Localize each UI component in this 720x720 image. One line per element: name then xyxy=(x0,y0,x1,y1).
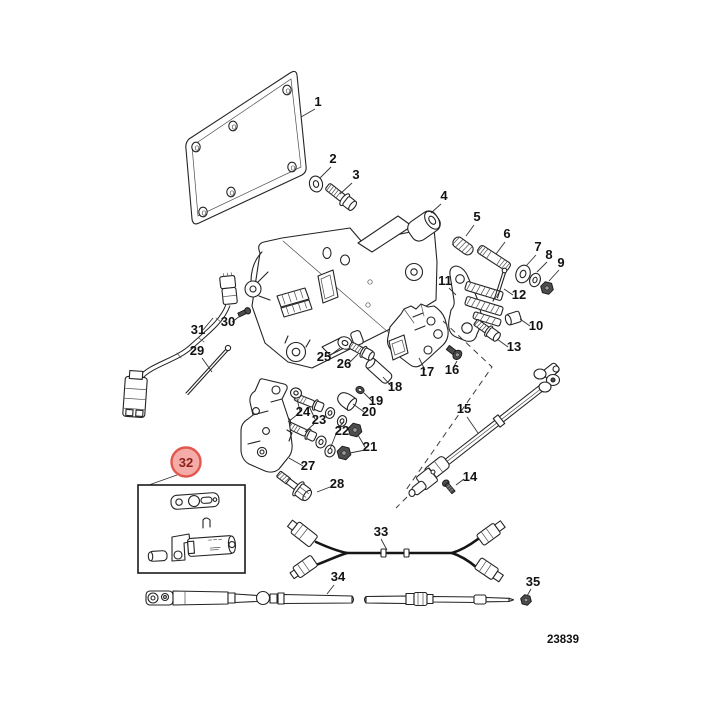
part-32-kit: 32 xyxy=(137,446,246,574)
part-15-shift-lever xyxy=(395,362,561,509)
callout-20: 20 xyxy=(362,404,376,419)
part-9-nut xyxy=(540,281,554,295)
callout-5: 5 xyxy=(473,209,480,224)
callout-13: 13 xyxy=(507,339,521,354)
callout-27: 27 xyxy=(301,458,315,473)
part-26-bolt xyxy=(348,341,375,361)
part-2-washer xyxy=(308,175,324,193)
part-6-stud xyxy=(476,245,511,271)
callout-23: 23 xyxy=(312,412,326,427)
part-31-switch-cable xyxy=(122,272,238,418)
callout-35: 35 xyxy=(526,574,540,589)
callout-31: 31 xyxy=(191,322,205,337)
leader-lines xyxy=(201,108,560,597)
part-17-interrupter-block xyxy=(386,303,449,368)
part-5-spring xyxy=(451,236,474,256)
part-22-washers xyxy=(315,407,348,458)
callout-6: 6 xyxy=(503,226,510,241)
callout-8: 8 xyxy=(545,247,552,262)
part-13-bolt xyxy=(473,319,501,342)
callout-34: 34 xyxy=(331,569,346,584)
callout-10: 10 xyxy=(529,318,543,333)
part-1-mounting-plate xyxy=(185,70,307,225)
part-11-detent-bracket xyxy=(448,265,504,342)
callout-labels: 1 2 3 4 5 6 7 8 9 10 11 12 13 14 15 16 1… xyxy=(190,94,565,589)
callout-3: 3 xyxy=(352,167,359,182)
part-28-bolt xyxy=(276,471,313,502)
part-19-ring xyxy=(355,385,365,395)
callout-30: 30 xyxy=(221,314,235,329)
part-7-washer xyxy=(515,264,531,284)
callout-18: 18 xyxy=(388,379,402,394)
part-33-harness xyxy=(287,519,506,583)
part-35-nut xyxy=(520,594,532,606)
part-4-shift-bracket xyxy=(244,210,441,369)
callout-11: 11 xyxy=(438,273,452,288)
part-29-pin xyxy=(185,344,232,396)
part-16-screw xyxy=(445,344,463,360)
callout-26: 26 xyxy=(337,356,351,371)
callout-4: 4 xyxy=(440,188,448,203)
callout-1: 1 xyxy=(314,94,321,109)
part-18-tube xyxy=(365,358,393,384)
part-30-screw xyxy=(237,307,252,318)
callout-32: 32 xyxy=(179,455,193,470)
part-21-nuts xyxy=(336,422,363,461)
callout-16: 16 xyxy=(445,362,459,377)
callout-24: 24 xyxy=(296,404,311,419)
callout-19: 19 xyxy=(369,393,383,408)
part-14-screw xyxy=(441,479,456,495)
part-3-bolt xyxy=(325,183,358,211)
callout-12: 12 xyxy=(512,287,526,302)
callout-14: 14 xyxy=(463,469,478,484)
callout-21: 21 xyxy=(363,439,377,454)
callout-15: 15 xyxy=(457,401,471,416)
callout-29: 29 xyxy=(190,343,204,358)
callout-22: 22 xyxy=(335,423,349,438)
part-10-bushing xyxy=(504,310,522,326)
part-8-washer xyxy=(529,272,541,288)
callout-7: 7 xyxy=(534,239,541,254)
callout-28: 28 xyxy=(330,476,344,491)
callout-33: 33 xyxy=(374,524,388,539)
alignment-dashed-line xyxy=(405,320,493,491)
part-12-pin xyxy=(492,267,508,302)
part-34-control-cable xyxy=(145,590,515,607)
callout-9: 9 xyxy=(557,255,564,270)
drawing-number: 23839 xyxy=(547,634,579,646)
callout-17: 17 xyxy=(420,364,434,379)
callout-25: 25 xyxy=(317,349,331,364)
part-27-anchor-bracket xyxy=(240,378,293,473)
callout-2: 2 xyxy=(329,151,336,166)
highlight-circle-32 xyxy=(170,446,202,478)
part-20-cap xyxy=(337,392,358,411)
